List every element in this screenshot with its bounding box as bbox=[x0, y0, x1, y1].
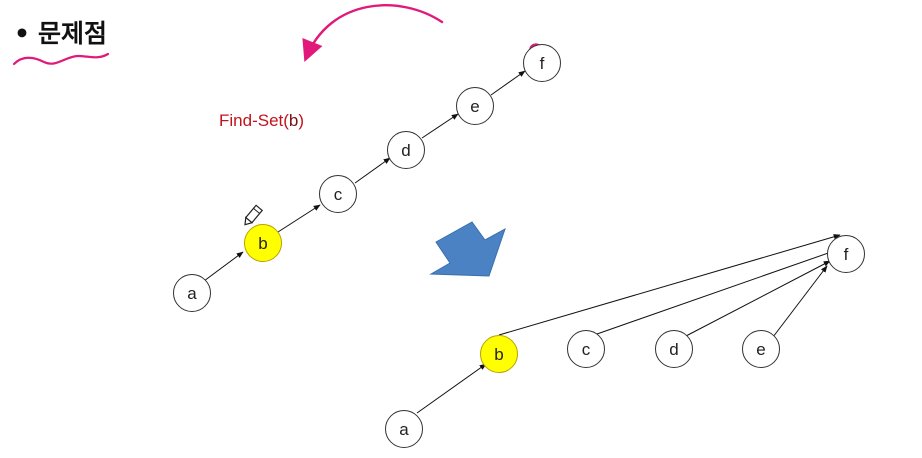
find-set-arg: b bbox=[288, 111, 299, 130]
edge-d-e bbox=[421, 113, 459, 139]
node-e: e bbox=[742, 330, 780, 368]
svg-text:c: c bbox=[334, 185, 343, 204]
node-c: c bbox=[319, 175, 357, 213]
edge-c-f bbox=[596, 250, 835, 335]
node-a: a bbox=[385, 410, 423, 448]
pencil-cursor-icon bbox=[244, 204, 264, 226]
node-e: e bbox=[456, 87, 494, 125]
down-right-arrow-icon bbox=[429, 221, 506, 277]
node-b-highlighted: b bbox=[480, 335, 518, 373]
node-a: a bbox=[173, 274, 211, 312]
svg-text:d: d bbox=[669, 340, 678, 359]
edge-e-f-after bbox=[772, 265, 828, 338]
svg-text:c: c bbox=[582, 340, 591, 359]
node-d: d bbox=[655, 330, 693, 368]
after-nodes: a b c d e f bbox=[385, 235, 865, 448]
edge-d-f bbox=[685, 260, 831, 337]
node-f: f bbox=[523, 44, 561, 82]
svg-text:f: f bbox=[844, 245, 849, 264]
find-set-prefix: Find-Set( bbox=[219, 111, 289, 130]
node-c: c bbox=[567, 330, 605, 368]
edge-e-f bbox=[490, 70, 526, 96]
svg-text:a: a bbox=[187, 284, 197, 303]
edge-c-d bbox=[354, 157, 391, 184]
node-f: f bbox=[827, 235, 865, 273]
node-d: d bbox=[387, 131, 425, 169]
svg-text:a: a bbox=[399, 420, 409, 439]
edge-b-c bbox=[277, 204, 321, 233]
edge-a-b-after bbox=[416, 363, 487, 414]
after-edges bbox=[416, 234, 841, 414]
svg-text:b: b bbox=[258, 234, 267, 253]
find-set-suffix: ) bbox=[298, 111, 305, 130]
heading-underline bbox=[12, 52, 110, 66]
before-nodes: a b c d e f bbox=[173, 44, 561, 312]
svg-text:f: f bbox=[540, 54, 545, 73]
bullet: • bbox=[14, 19, 30, 48]
heading-text: 문제점 bbox=[37, 19, 107, 48]
slide-heading: •문제점 bbox=[14, 14, 107, 50]
curved-annotation-arrow bbox=[302, 4, 444, 63]
before-edges bbox=[203, 70, 526, 282]
find-set-label: Find-Set(b) bbox=[219, 111, 304, 131]
svg-text:d: d bbox=[401, 141, 410, 160]
svg-text:e: e bbox=[756, 340, 765, 359]
svg-text:b: b bbox=[494, 345, 503, 364]
edge-a-b bbox=[203, 251, 244, 282]
svg-text:e: e bbox=[470, 97, 479, 116]
node-b-highlighted: b bbox=[244, 224, 282, 262]
edge-b-f bbox=[498, 234, 841, 336]
